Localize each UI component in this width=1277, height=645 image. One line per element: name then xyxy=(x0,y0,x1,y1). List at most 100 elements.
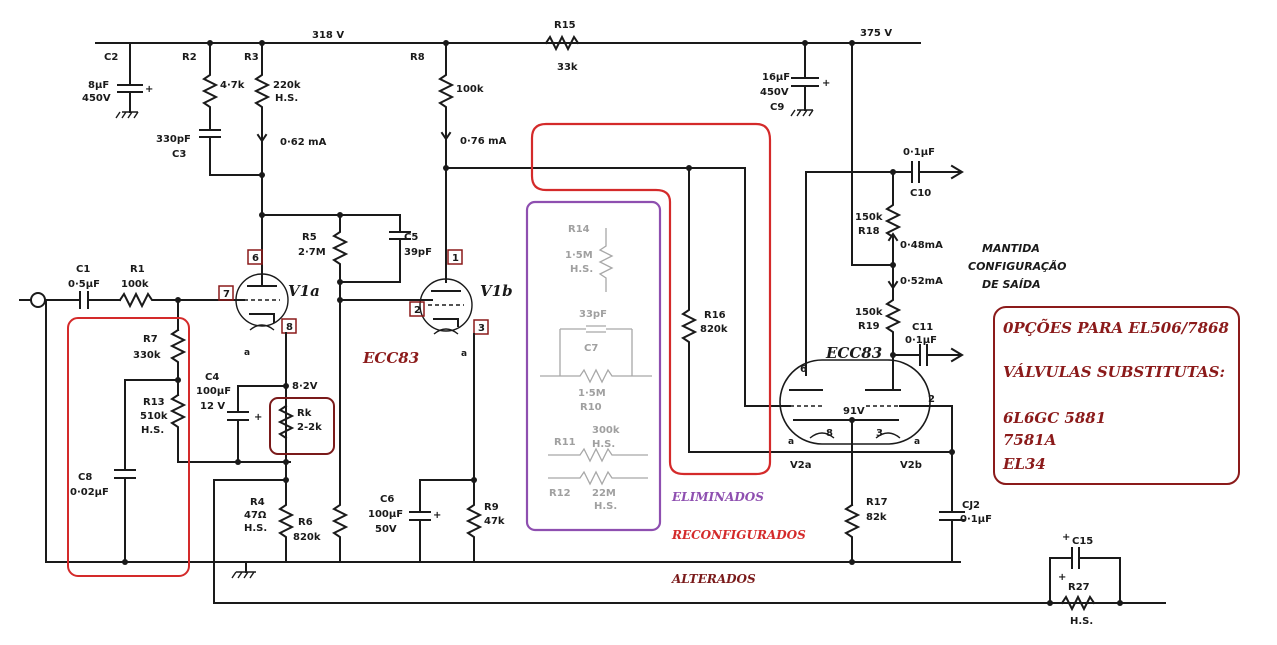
c2-capacitor xyxy=(117,42,143,113)
out-arrow-icon xyxy=(950,164,964,180)
c10-ref: C10 xyxy=(910,188,931,199)
ghost-r12-value2: H.S. xyxy=(594,501,617,512)
r3-value1: 220k xyxy=(273,80,301,91)
r5-ref: R5 xyxy=(302,232,317,243)
r3-current: 0·62 mA xyxy=(280,137,327,148)
node-dot xyxy=(471,477,477,483)
r16-resistor xyxy=(680,167,953,453)
v1b-pin2: 2 xyxy=(414,305,421,316)
node-dot xyxy=(283,383,289,389)
r16-value: 820k xyxy=(700,324,728,335)
r8-current-arrow-icon xyxy=(440,131,452,141)
rk-resistor xyxy=(277,404,295,440)
node-dot xyxy=(175,377,181,383)
v1a-pin8-box xyxy=(281,318,297,334)
v1a-heater-a: a xyxy=(244,348,250,358)
v2b-label: V2b xyxy=(900,460,922,471)
node-dot xyxy=(207,40,213,46)
v1b-pin3-box xyxy=(473,319,489,335)
v2a-label: V2a xyxy=(790,460,811,471)
r3-value2: H.S. xyxy=(275,93,298,104)
v2a-plate-wire xyxy=(805,171,913,376)
v1b-pin1-box xyxy=(447,249,463,265)
ghost-r10-ref: R10 xyxy=(580,402,602,413)
c15-capacitor xyxy=(1049,547,1121,604)
c11-ref: C11 xyxy=(912,322,933,333)
c2-value1: 8μF xyxy=(88,80,109,91)
ghost-c7 xyxy=(559,325,633,376)
r17-resistor xyxy=(843,503,861,563)
r4-value1: 47Ω xyxy=(244,510,267,521)
c11-capacitor xyxy=(892,344,961,366)
v1b-plate-to-v2a-grid xyxy=(445,167,791,407)
v1a-pin7-box xyxy=(218,285,234,301)
r27-value: H.S. xyxy=(1070,616,1093,627)
c12-value: 0·1μF xyxy=(960,514,992,525)
mantida-line1: MANTIDA xyxy=(982,242,1040,255)
v2b-pin2: 2 xyxy=(928,394,935,405)
node-dot xyxy=(890,262,896,268)
c11-value: 0·1μF xyxy=(905,335,937,346)
c9-plus: + xyxy=(822,78,830,89)
out-arrow-icon xyxy=(950,347,964,363)
ghost-r14-ref: R14 xyxy=(568,224,590,235)
c2-value2: 450V xyxy=(82,93,111,104)
c4-plus: + xyxy=(254,412,262,423)
c5-value: 39pF xyxy=(404,247,432,258)
c4-ref: C4 xyxy=(205,372,219,383)
v2-tube-envelope xyxy=(779,359,931,445)
ecc83-left-label: ECC83 xyxy=(362,349,419,367)
c2-plus: + xyxy=(145,84,153,95)
r18-r19-current-arrow-icon xyxy=(887,232,899,290)
r18-ref: R18 xyxy=(858,226,880,237)
reconfigured-input-box xyxy=(67,317,190,577)
v2b-heater-a: a xyxy=(914,437,920,447)
v2b-pin3: 3 xyxy=(876,428,883,439)
v1b-heater-a: a xyxy=(461,349,467,359)
r7-value: 330k xyxy=(133,350,161,361)
v1b-pin2-box xyxy=(409,301,425,317)
r8-resistor xyxy=(437,42,455,283)
ghost-r14-value2: H.S. xyxy=(570,264,593,275)
rail-318v: 318 V xyxy=(312,30,344,41)
rail-375v: 375 V xyxy=(860,28,892,39)
r2-ref: R2 xyxy=(182,52,197,63)
r8-value: 100k xyxy=(456,84,484,95)
ghost-c7-value: 33pF xyxy=(579,309,607,320)
c5-ref: C5 xyxy=(404,232,418,243)
c3-capacitor xyxy=(199,129,263,176)
r1-ref: R1 xyxy=(130,264,145,275)
options-line3: 6L6GC 5881 xyxy=(1003,409,1106,427)
options-line5: EL34 xyxy=(1002,455,1046,473)
node-dot xyxy=(802,40,808,46)
r2-value: 4·7k xyxy=(220,80,245,91)
c12-ref: CJ2 xyxy=(962,500,980,511)
r13-resistor xyxy=(169,393,291,463)
c8-value: 0·02μF xyxy=(70,487,109,498)
r7-c8-wire xyxy=(124,379,179,471)
r7-ref: R7 xyxy=(143,334,158,345)
node-dot xyxy=(259,40,265,46)
reconfigured-outline xyxy=(530,122,772,476)
ghost-r12-value1: 22M xyxy=(592,488,616,499)
r2-resistor xyxy=(201,42,219,131)
v1a-pin6-box xyxy=(247,249,263,265)
v2b-leads xyxy=(892,374,953,453)
c3-ref: C3 xyxy=(172,149,186,160)
c8-ref: C8 xyxy=(78,472,92,483)
options-line1: 0PÇÕES PARA EL506/7868 xyxy=(1003,318,1229,337)
node-dot xyxy=(337,212,343,218)
c6-wire xyxy=(419,479,475,513)
r16-ref: R16 xyxy=(704,310,726,321)
r15-value: 33k xyxy=(557,62,578,73)
node-dot xyxy=(337,279,343,285)
c9-value1: 16μF xyxy=(762,72,790,83)
c4-value2: 12 V xyxy=(200,401,225,412)
c3-value: 330pF xyxy=(156,134,191,145)
node-dot xyxy=(849,559,855,565)
rk-altered-box xyxy=(269,397,335,455)
eliminated-box xyxy=(525,200,662,532)
v2a-pin8: 8 xyxy=(826,428,833,439)
node-dot xyxy=(283,477,289,483)
